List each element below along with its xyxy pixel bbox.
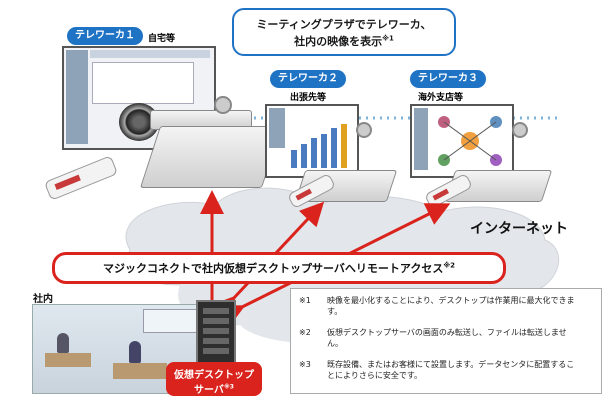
teleworker-1-location: 自宅等	[148, 34, 176, 44]
server-label: 仮想デスクトップ サーバ※3	[166, 362, 262, 396]
server-label-mark: ※3	[223, 383, 234, 391]
note-1-mark: ※1	[299, 296, 311, 305]
office-desk-2	[113, 363, 167, 379]
note-3: ※3 既存設備、またはお客様にて設置します。データセンタに配置することによりさら…	[299, 359, 595, 385]
office-label: 社内	[33, 294, 53, 305]
note-2-text: 仮想デスクトップサーバの画面のみ転送し、ファイルは転送しません。	[327, 328, 567, 348]
camera-icon	[214, 96, 232, 114]
banner-text-wrap: マジックコネクトで社内仮想デスクトップサーバへリモートアクセス※2	[55, 260, 503, 276]
teleworker-3-location: 海外支店等	[418, 93, 464, 103]
office-person-2	[129, 341, 141, 363]
banner-mark: ※2	[443, 261, 456, 270]
office-desk-1	[45, 353, 91, 367]
screen3-network-map	[438, 116, 502, 166]
teleworker-2-label: テレワーカ２	[270, 70, 346, 88]
note-2-mark: ※2	[299, 328, 311, 337]
teleworker-3-screen	[410, 104, 514, 178]
callout-mark: ※1	[382, 34, 394, 43]
teleworker-3-label: テレワーカ３	[410, 70, 486, 88]
server-label-line2: サーバ	[194, 385, 224, 396]
callout-meeting-plaza: ミーティングプラザでテレワーカ、 社内の映像を表示※1	[232, 8, 456, 56]
teleworker-2-location: 出張先等	[290, 93, 327, 103]
server-rack-icon	[196, 300, 236, 370]
notes-box: ※1 映像を最小化することにより、デスクトップは作業用に最大化できます。 ※2 …	[290, 288, 602, 394]
banner-text: マジックコネクトで社内仮想デスクトップサーバへリモートアクセス	[102, 262, 444, 275]
callout-line2-wrap: 社内の映像を表示※1	[234, 33, 454, 49]
screen1-toolbar	[90, 50, 210, 58]
note-1: ※1 映像を最小化することにより、デスクトップは作業用に最大化できます。	[299, 295, 595, 321]
note-3-mark: ※3	[299, 360, 311, 369]
teleworker-1-label: テレワーカ１	[67, 27, 143, 45]
note-1-text: 映像を最小化することにより、デスクトップは作業用に最大化できます。	[327, 296, 575, 316]
screen2-bar-chart	[291, 124, 347, 168]
server-label-line2-wrap: サーバ※3	[166, 381, 262, 396]
server-label-line1: 仮想デスクトップ	[174, 370, 254, 381]
camera-icon	[512, 122, 528, 138]
callout-line1: ミーティングプラザでテレワーカ、	[256, 18, 432, 31]
note-3-text: 既存設備、またはお客様にて設置します。データセンタに配置することによりさらに安全…	[327, 360, 575, 380]
note-2: ※2 仮想デスクトップサーバの画面のみ転送し、ファイルは転送しません。	[299, 327, 595, 353]
teleworker-1-screen	[62, 46, 216, 150]
office-window	[143, 309, 197, 333]
internet-label: インターネット	[470, 221, 568, 237]
screen3-video	[414, 108, 428, 170]
camera-icon	[356, 122, 372, 138]
callout-line2: 社内の映像を表示	[294, 35, 383, 48]
remote-access-banner: マジックコネクトで社内仮想デスクトップサーバへリモートアクセス※2	[52, 252, 506, 284]
office-person-1	[57, 333, 69, 353]
screen2-video	[269, 108, 285, 148]
screen1-video-column	[66, 50, 88, 144]
